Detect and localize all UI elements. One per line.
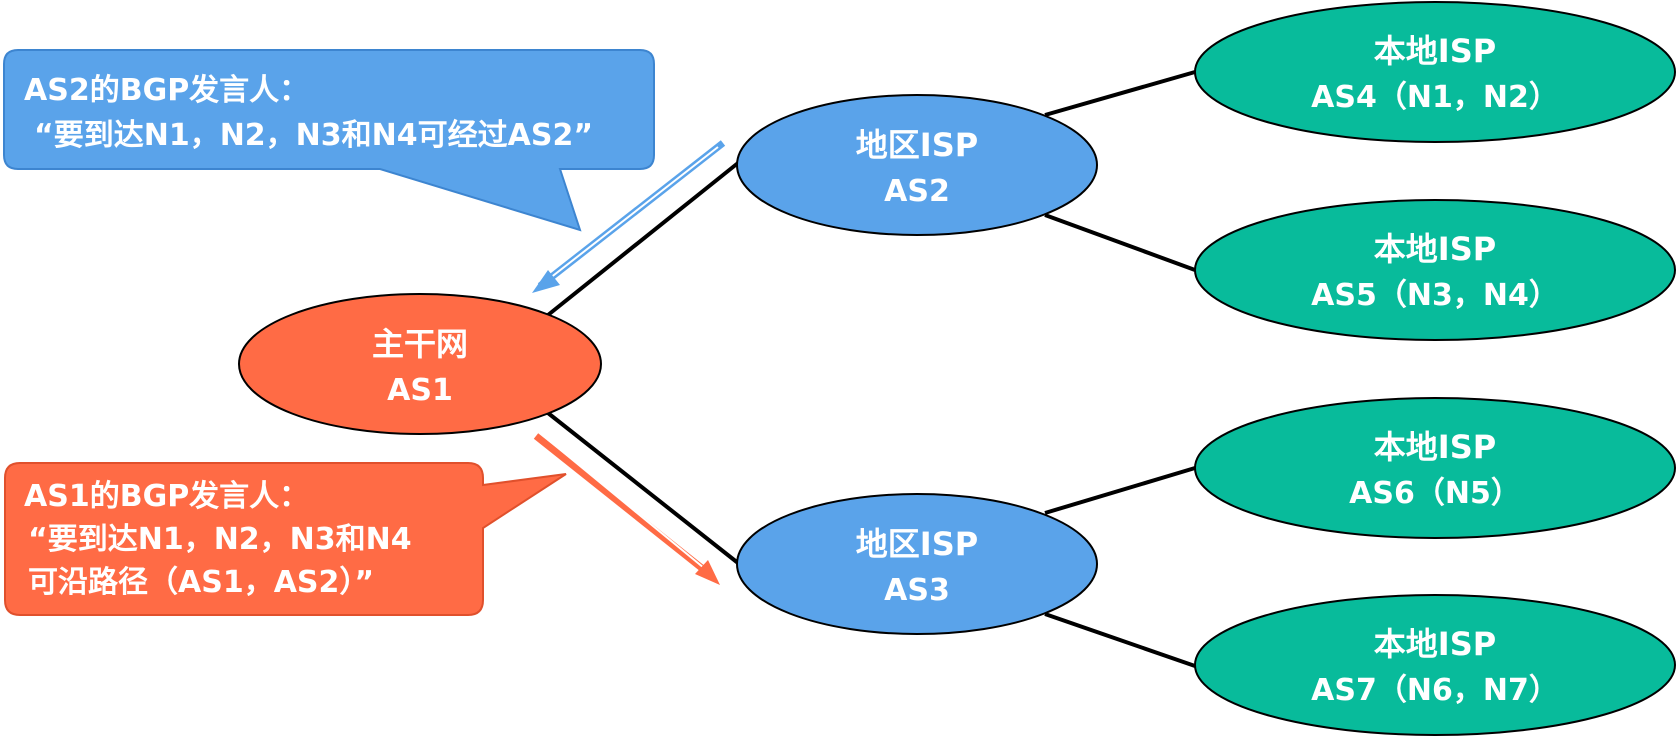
node-as7-id: AS7（N6，N7） (1311, 673, 1559, 708)
callout-as1-line2: “要到达N1，N2，N3和N4 (28, 522, 412, 557)
node-as6-local: 本地ISP AS6（N5） (1194, 397, 1676, 539)
link-as2-as4 (1044, 70, 1196, 117)
node-as6-id: AS6（N5） (1349, 476, 1521, 511)
node-as3-regional: 地区ISP AS3 (736, 493, 1098, 635)
node-as4-name: 本地ISP (1374, 32, 1496, 70)
node-as5-id: AS5（N3，N4） (1311, 278, 1559, 313)
node-as6-name: 本地ISP (1374, 428, 1496, 466)
node-as3-id: AS3 (884, 573, 950, 608)
node-as2-id: AS2 (884, 174, 950, 209)
node-as1-id: AS1 (387, 373, 453, 408)
node-as7-local: 本地ISP AS7（N6，N7） (1194, 594, 1676, 736)
as2-advert-arrow (532, 140, 726, 293)
link-as3-as7 (1044, 612, 1196, 668)
link-as2-as5 (1044, 213, 1196, 272)
as1-advert-arrow (533, 432, 720, 585)
node-as5-name: 本地ISP (1374, 230, 1496, 268)
node-as2-regional: 地区ISP AS2 (736, 94, 1098, 236)
link-as1-as3 (546, 411, 740, 565)
node-as2-name: 地区ISP (856, 126, 978, 164)
link-as1-as2 (546, 161, 740, 317)
node-as1-backbone: 主干网 AS1 (238, 293, 602, 435)
callout-as1-speaker: AS1的BGP发言人： “要到达N1，N2，N3和N4 可沿路径（AS1，AS2… (4, 462, 567, 616)
links (546, 70, 1196, 668)
node-as7-name: 本地ISP (1374, 625, 1496, 663)
callout-as2-speaker: AS2的BGP发言人： “要到达N1，N2，N3和N4可经过AS2” (3, 49, 655, 232)
node-as4-local: 本地ISP AS4（N1，N2） (1194, 1, 1676, 143)
node-as3-name: 地区ISP (856, 525, 978, 563)
callout-as1-line3: 可沿路径（AS1，AS2）” (28, 565, 374, 600)
callout-as2-line2: “要到达N1，N2，N3和N4可经过AS2” (34, 118, 593, 153)
callout-as2-line1: AS2的BGP发言人： (24, 73, 309, 108)
node-as5-local: 本地ISP AS5（N3，N4） (1194, 199, 1676, 341)
node-as1-name: 主干网 (372, 325, 468, 363)
link-as3-as6 (1044, 466, 1196, 515)
node-as4-id: AS4（N1，N2） (1311, 80, 1559, 115)
callout-as1-line1: AS1的BGP发言人： (24, 479, 309, 514)
